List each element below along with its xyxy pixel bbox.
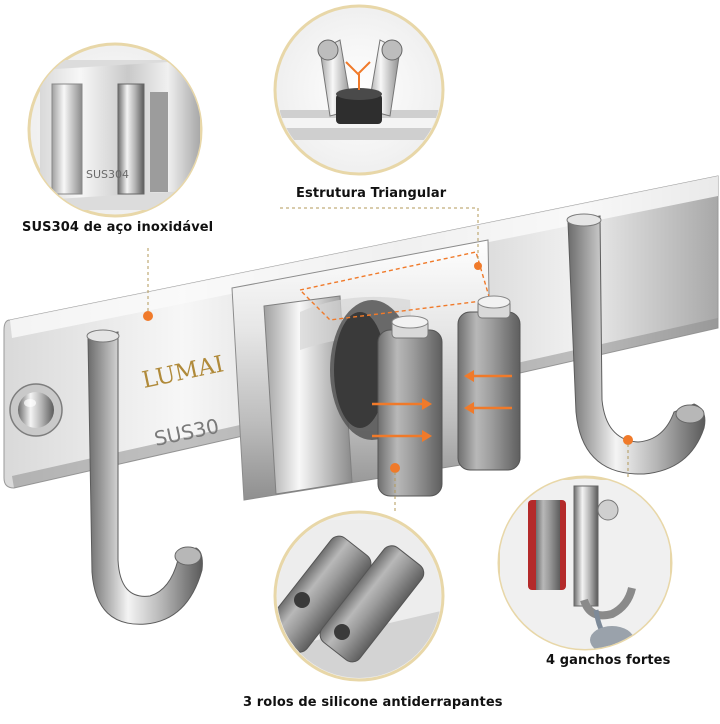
- triangle-structure-guide: [298, 251, 491, 321]
- roller-left: [377, 315, 443, 497]
- callout-hooks-circle: [497, 475, 673, 651]
- callout-rollers-label: 3 rolos de silicone antiderrapantes: [243, 695, 503, 710]
- leader-lines: [147, 207, 629, 514]
- grip-arrows: [372, 370, 512, 442]
- mounting-screw-icon: [9, 383, 63, 437]
- callout-hooks-label: 4 ganchos fortes: [546, 653, 671, 668]
- callout-material-circle: SUS304: [27, 42, 203, 218]
- callout-material-label: SUS304 de aço inoxidável: [22, 220, 214, 235]
- anchor-dot-rollers: [390, 463, 400, 473]
- anchor-dot-hooks: [623, 435, 633, 445]
- callout-structure-circle: [273, 4, 445, 176]
- left-hook: [86, 329, 203, 625]
- anchor-dot-material: [143, 311, 153, 321]
- callout-rollers-circle: [273, 510, 445, 682]
- callout-structure-label: Estrutura Triangular: [296, 186, 447, 201]
- roller-right: [457, 295, 521, 471]
- inset-engraving-text: SUS304: [86, 168, 129, 181]
